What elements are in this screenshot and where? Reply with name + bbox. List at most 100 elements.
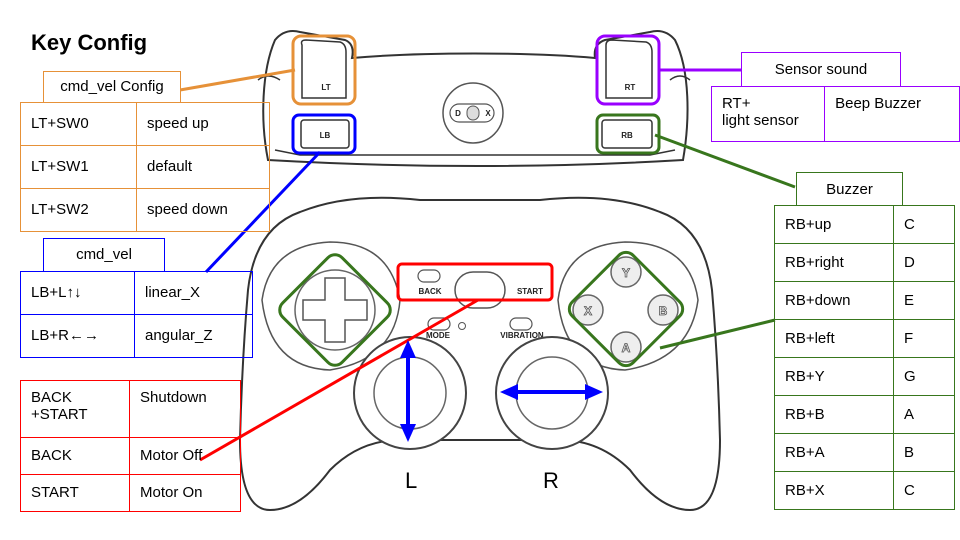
rt-label: RT bbox=[625, 83, 636, 92]
cmd-vel-header: cmd_vel bbox=[43, 238, 165, 272]
buzzer-header: Buzzer bbox=[796, 172, 903, 206]
key-combo-cell: LB+R←→ bbox=[20, 314, 135, 358]
sensor-sound-header: Sensor sound bbox=[741, 52, 901, 87]
rb-label: RB bbox=[621, 131, 633, 140]
x-button bbox=[572, 294, 604, 326]
action-cell: Motor Off bbox=[129, 437, 241, 475]
action-cell: speed down bbox=[136, 188, 270, 232]
key-combo-cell: LT+SW2 bbox=[20, 188, 137, 232]
cmd-vel-config-header: cmd_vel Config bbox=[43, 71, 181, 103]
action-cell: linear_X bbox=[134, 271, 253, 315]
dpad bbox=[294, 269, 376, 351]
key-combo-cell: RB+Y bbox=[774, 357, 894, 396]
key-combo-cell: RB+right bbox=[774, 243, 894, 282]
table-row: LB+R←→angular_Z bbox=[20, 314, 253, 358]
left-stick-arrow bbox=[400, 340, 416, 442]
rb-bumper: RB bbox=[601, 119, 653, 149]
action-cell: F bbox=[893, 319, 955, 358]
key-combo-cell: BACK bbox=[20, 437, 130, 475]
b-button bbox=[647, 294, 679, 326]
key-combo-cell: BACK +START bbox=[20, 380, 130, 438]
key-combo-cell: LB+L↑↓ bbox=[20, 271, 135, 315]
x-button-label: X bbox=[584, 304, 592, 318]
b-button-label: B bbox=[659, 304, 668, 318]
lb-highlight bbox=[291, 113, 357, 155]
lt-connector bbox=[179, 68, 296, 92]
rb-highlight bbox=[595, 113, 661, 155]
left-stick-label: L bbox=[405, 468, 418, 493]
action-cell: angular_Z bbox=[134, 314, 253, 358]
vibration-label: VIBRATION bbox=[500, 331, 544, 340]
table-row: LB+L↑↓linear_X bbox=[20, 271, 253, 315]
back-start-connector bbox=[199, 298, 479, 462]
lb-label: LB bbox=[320, 131, 331, 140]
a-button bbox=[610, 331, 642, 363]
mode-label: MODE bbox=[426, 331, 451, 340]
action-cell: B bbox=[893, 433, 955, 472]
face-connector bbox=[659, 318, 776, 350]
switch-d-label: D bbox=[455, 109, 461, 118]
page-title: Key Config bbox=[31, 30, 148, 55]
action-cell: G bbox=[893, 357, 955, 396]
right-stick-label: R bbox=[543, 468, 559, 493]
action-cell: Motor On bbox=[129, 474, 241, 512]
face-buttons: Y X B A bbox=[572, 256, 679, 363]
lt-trigger: LT bbox=[300, 39, 347, 99]
rt-trigger: RT bbox=[605, 39, 653, 99]
a-button-label: A bbox=[622, 341, 631, 355]
action-cell: speed up bbox=[136, 102, 270, 146]
action-cell: C bbox=[893, 205, 955, 244]
key-combo-cell: RB+down bbox=[774, 281, 894, 320]
back-label: BACK bbox=[418, 287, 441, 296]
face-buttons-highlight bbox=[567, 250, 685, 368]
dpad-highlight bbox=[278, 253, 392, 367]
key-combo-cell: LT+SW0 bbox=[20, 102, 137, 146]
action-cell: E bbox=[893, 281, 955, 320]
key-combo-cell: RB+A bbox=[774, 433, 894, 472]
lb-bumper: LB bbox=[300, 119, 350, 149]
y-button bbox=[610, 256, 642, 288]
mode-switch: D X bbox=[442, 82, 504, 144]
controller-front-view: Y X B A BACK START MODE VIBRATION bbox=[238, 196, 722, 512]
key-combo-cell: RB+B bbox=[774, 395, 894, 434]
action-cell: Shutdown bbox=[129, 380, 241, 438]
rb-connector bbox=[654, 133, 796, 189]
right-stick-arrow bbox=[500, 384, 603, 400]
y-button-label: Y bbox=[622, 266, 630, 280]
key-combo-cell: LT+SW1 bbox=[20, 145, 137, 189]
key-combo-cell: RT+ light sensor bbox=[710, 86, 826, 142]
key-combo-cell: START bbox=[20, 474, 130, 512]
key-combo-cell: RB+left bbox=[774, 319, 894, 358]
action-cell: default bbox=[136, 145, 270, 189]
switch-x-label: X bbox=[485, 109, 491, 118]
action-cell: Beep Buzzer bbox=[824, 86, 960, 142]
key-combo-cell: RB+X bbox=[774, 471, 894, 510]
lt-label: LT bbox=[321, 83, 330, 92]
start-label: START bbox=[517, 287, 543, 296]
action-cell: A bbox=[893, 395, 955, 434]
action-cell: C bbox=[893, 471, 955, 510]
action-cell: D bbox=[893, 243, 955, 282]
key-combo-cell: RB+up bbox=[774, 205, 894, 244]
